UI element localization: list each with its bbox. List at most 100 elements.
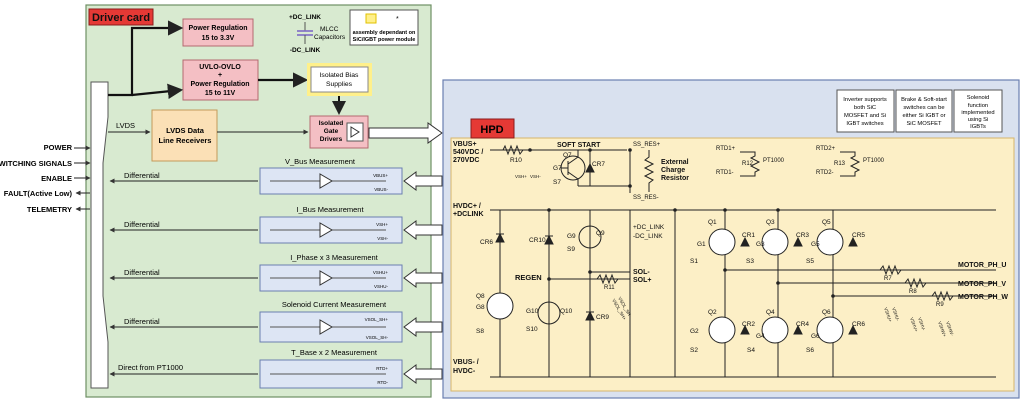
svg-text:Q9: Q9	[596, 230, 605, 237]
svg-text:G8: G8	[476, 304, 485, 311]
svg-text:Capacitors: Capacitors	[314, 34, 346, 41]
svg-text:IGBT switches: IGBT switches	[846, 121, 883, 127]
svg-text:both SiC: both SiC	[854, 105, 876, 111]
svg-text:S2: S2	[690, 347, 698, 354]
svg-text:+DC_LINK: +DC_LINK	[633, 224, 665, 231]
svg-text:SOL+: SOL+	[633, 277, 651, 284]
svg-text:LVDS Data: LVDS Data	[166, 126, 205, 135]
svg-text:Q10: Q10	[560, 308, 573, 315]
svg-text:VSHU+: VSHU+	[883, 307, 893, 323]
svg-text:S6: S6	[806, 347, 814, 354]
svg-text:S8: S8	[476, 328, 484, 335]
svg-text:270VDC: 270VDC	[453, 157, 479, 164]
meas-tbase: T_Base x 2 Measurement RTD+ RTD- Direct …	[109, 348, 443, 389]
svg-text:G5: G5	[811, 241, 820, 248]
svg-text:R7: R7	[884, 276, 892, 282]
svg-text:Solenoid Current Measurement: Solenoid Current Measurement	[282, 300, 387, 309]
svg-text:G2: G2	[690, 328, 699, 335]
svg-text:MOTOR_PH_U: MOTOR_PH_U	[958, 262, 1007, 269]
lvds-receivers: LVDS Data Line Receivers LVDS	[108, 109, 309, 162]
svg-text:Isolated Bias: Isolated Bias	[320, 72, 360, 79]
svg-text:-DC_LINK: -DC_LINK	[633, 233, 663, 240]
svg-text:assembly dependant on: assembly dependant on	[353, 30, 416, 36]
svg-text:G10: G10	[526, 308, 539, 315]
svg-text:CR4: CR4	[796, 321, 809, 328]
svg-text:CR10: CR10	[529, 237, 546, 244]
svg-text:S7: S7	[553, 179, 561, 186]
svg-text:CR6: CR6	[480, 239, 493, 246]
meas-iphase: I_Phase x 3 Measurement VSHU+ VSHU- Diff…	[109, 253, 443, 292]
svg-text:implemented: implemented	[961, 110, 994, 116]
svg-text:R9: R9	[936, 302, 944, 308]
svg-text:switches can be: switches can be	[903, 105, 944, 111]
svg-text:15 to 11V: 15 to 11V	[205, 90, 236, 97]
svg-text:15 to 3.3V: 15 to 3.3V	[202, 35, 235, 42]
svg-text:Charge: Charge	[661, 167, 685, 174]
svg-text:Supplies: Supplies	[326, 81, 353, 88]
meas-ibus: I_Bus Measurement VSH+ VSH- Differential	[109, 205, 443, 244]
svg-text:CR9: CR9	[596, 314, 609, 321]
signal-switching: SWITCHING SIGNALS	[0, 159, 72, 168]
svg-text:VSHW-: VSHW-	[945, 321, 955, 337]
svg-text:Direct from PT1000: Direct from PT1000	[118, 363, 183, 372]
svg-text:Solenoid: Solenoid	[967, 95, 990, 101]
svg-text:SS_RES+: SS_RES+	[633, 142, 661, 148]
svg-text:Q5: Q5	[822, 219, 831, 226]
assembly-legend: * assembly dependant on SiC/IGBT power m…	[349, 9, 419, 46]
svg-text:S1: S1	[690, 258, 698, 265]
svg-text:CR5: CR5	[852, 232, 865, 239]
svg-text:VBUS-: VBUS-	[374, 187, 388, 192]
svg-text:VSHU+: VSHU+	[373, 270, 389, 275]
svg-text:T_Base x 2 Measurement: T_Base x 2 Measurement	[291, 348, 378, 357]
hpd-labels: VBUS+ 540VDC / 270VDC R10 VSH+ VSH- SOFT…	[453, 141, 1008, 375]
svg-text:CR1: CR1	[742, 232, 755, 239]
svg-text:I_Bus Measurement: I_Bus Measurement	[296, 205, 364, 214]
svg-text:RTD2+: RTD2+	[816, 146, 836, 152]
svg-text:G6: G6	[811, 333, 820, 340]
svg-text:Drivers: Drivers	[320, 136, 343, 143]
svg-text:S4: S4	[747, 347, 755, 354]
svg-text:-DC_LINK: -DC_LINK	[290, 47, 321, 54]
svg-text:+DC_LINK: +DC_LINK	[289, 14, 321, 21]
svg-text:VSH+: VSH+	[515, 174, 527, 179]
svg-text:RTD-: RTD-	[377, 380, 388, 385]
svg-text:VSHV-: VSHV-	[917, 317, 926, 332]
svg-text:Differential: Differential	[124, 317, 160, 326]
svg-text:MLCC: MLCC	[320, 26, 339, 33]
svg-text:PT1000: PT1000	[863, 158, 885, 164]
junction-dots	[528, 148, 835, 298]
svg-text:UVLO-OVLO: UVLO-OVLO	[199, 64, 241, 71]
svg-text:VSH+: VSH+	[376, 222, 388, 227]
svg-text:Q2: Q2	[708, 309, 717, 316]
svg-text:Differential: Differential	[124, 171, 160, 180]
svg-text:RTD2-: RTD2-	[816, 170, 834, 176]
gate-drive-to-hpd-arrow	[368, 122, 443, 144]
svg-text:using Si: using Si	[968, 117, 989, 123]
svg-text:540VDC /: 540VDC /	[453, 149, 483, 156]
svg-text:R8: R8	[909, 289, 917, 295]
svg-text:G1: G1	[697, 241, 706, 248]
svg-text:MOSFET and Si: MOSFET and Si	[844, 113, 886, 119]
svg-text:MOTOR_PH_V: MOTOR_PH_V	[958, 281, 1006, 288]
lvds-label: LVDS	[116, 121, 135, 130]
svg-text:S9: S9	[567, 246, 575, 253]
svg-text:SiC/IGBT power module: SiC/IGBT power module	[353, 37, 416, 43]
svg-text:RTD1+: RTD1+	[716, 146, 736, 152]
svg-text:Line Receivers: Line Receivers	[159, 136, 212, 145]
svg-text:Differential: Differential	[124, 220, 160, 229]
svg-text:VSHW+: VSHW+	[937, 321, 947, 338]
svg-text:CR6: CR6	[852, 321, 865, 328]
svg-text:Q7: Q7	[563, 152, 572, 159]
bridge-diodes	[740, 236, 858, 335]
svg-text:Brake & Soft-start: Brake & Soft-start	[901, 97, 947, 103]
power-arrows	[108, 20, 309, 100]
signal-power: POWER	[44, 143, 73, 152]
svg-text:VSHV+: VSHV+	[909, 317, 919, 333]
svg-text:V_Bus Measurement: V_Bus Measurement	[285, 157, 356, 166]
signal-enable: ENABLE	[41, 174, 72, 183]
svg-text:S3: S3	[746, 258, 754, 265]
isolated-bias-supplies: Isolated Bias Supplies	[307, 63, 372, 115]
svg-text:Q3: Q3	[766, 219, 775, 226]
svg-text:SOL-: SOL-	[633, 269, 650, 276]
